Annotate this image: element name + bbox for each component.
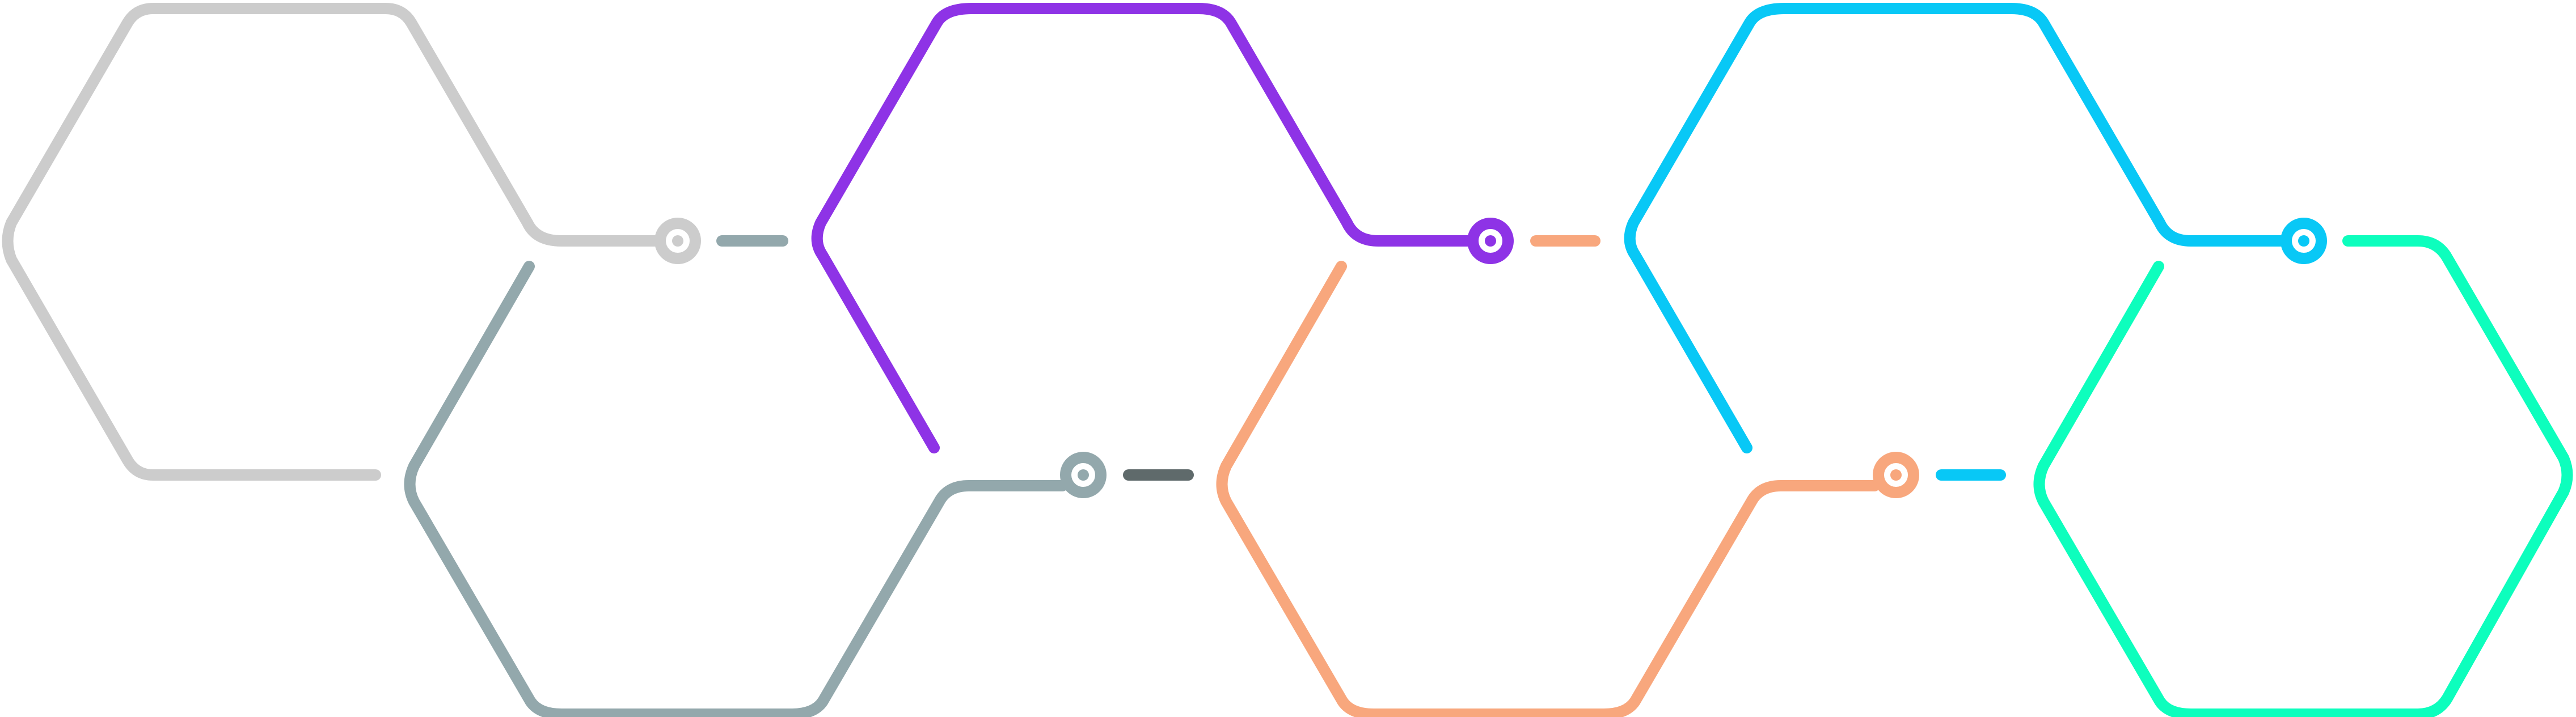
- hexagon-stage-4: [1216, 261, 2006, 717]
- hexagon-stage-6-outline: [2033, 235, 2573, 717]
- hexagon-stage-4-outline: [1216, 261, 1880, 717]
- hexagon-stage-2: [404, 261, 1194, 717]
- hexagon-stage-3-node-center: [1485, 235, 1496, 247]
- hexagon-stage-6: [2033, 235, 2573, 717]
- hexagon-stage-5-outline: [1624, 3, 2290, 453]
- hexagon-stage-1-outline: [2, 3, 662, 481]
- hexagon-stage-5-node-center: [2298, 235, 2309, 247]
- hexagon-stage-1-node-center: [672, 235, 683, 247]
- hexagon-stage-2-outline: [404, 261, 1068, 717]
- hexagon-stage-4-node-center: [1890, 469, 1902, 481]
- hexagon-stage-3-outline: [811, 3, 1476, 453]
- hexagon-stage-3: [811, 3, 1601, 453]
- hexagon-stage-1: [2, 3, 788, 481]
- hexagon-stage-5: [1624, 3, 2327, 453]
- hexagon-stage-2-node-center: [1078, 469, 1089, 481]
